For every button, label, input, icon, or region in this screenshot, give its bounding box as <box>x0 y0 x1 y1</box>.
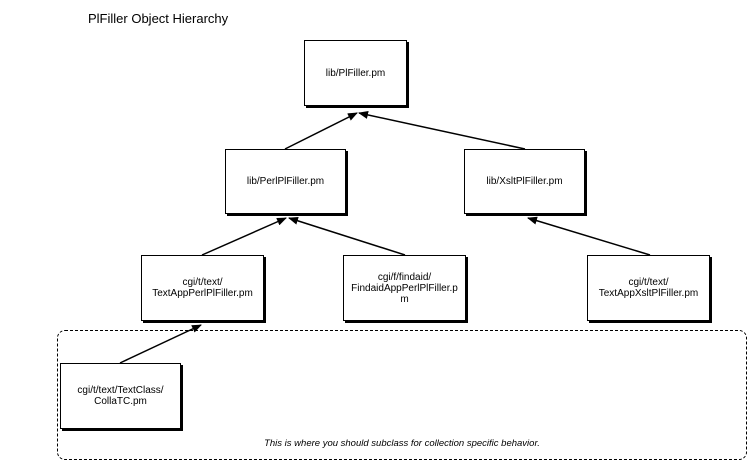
class-node-label: cgi/t/text/ TextAppXsltPlFiller.pm <box>598 277 699 299</box>
edge-textappperlplfiller-to-perlplfiller <box>201 217 287 256</box>
edge-perlplfiller-to-plfiller <box>284 112 358 150</box>
class-node-label: cgi/t/text/ TextAppPerlPlFiller.pm <box>152 277 253 299</box>
class-node-label: lib/XsltPlFiller.pm <box>486 176 563 187</box>
subclass-region: This is where you should subclass for co… <box>57 330 747 460</box>
diagram-title: PlFiller Object Hierarchy <box>88 11 229 26</box>
class-node-plfiller: lib/PlFiller.pm <box>304 40 407 106</box>
subclass-region-caption: This is where you should subclass for co… <box>264 438 540 449</box>
class-node-perlplfiller: lib/PerlPlFiller.pm <box>225 149 346 214</box>
class-node-textappperlplfiller: cgi/t/text/ TextAppPerlPlFiller.pm <box>141 255 264 321</box>
class-node-xsltplfiller: lib/XsltPlFiller.pm <box>464 149 585 214</box>
class-node-label: cgi/t/text/TextClass/ CollaTC.pm <box>77 385 164 407</box>
class-node-label: lib/PlFiller.pm <box>325 67 386 79</box>
edge-collatc-to-textappperlplfiller <box>119 324 202 364</box>
class-node-textappxsltplfiller: cgi/t/text/ TextAppXsltPlFiller.pm <box>587 255 710 321</box>
edge-findaidappperlplfiller-to-perlplfiller <box>288 216 406 256</box>
edge-textappxsltplfiller-to-xsltplfiller <box>527 216 651 256</box>
edge-xsltplfiller-to-plfiller <box>358 110 526 150</box>
class-node-label: lib/PerlPlFiller.pm <box>246 176 325 187</box>
class-node-label: cgi/f/findaid/ FindaidAppPerlPlFiller.p … <box>351 271 458 305</box>
class-node-collatc: cgi/t/text/TextClass/ CollaTC.pm <box>60 363 181 429</box>
class-node-findaidappperlplfiller: cgi/f/findaid/ FindaidAppPerlPlFiller.p … <box>343 255 466 321</box>
